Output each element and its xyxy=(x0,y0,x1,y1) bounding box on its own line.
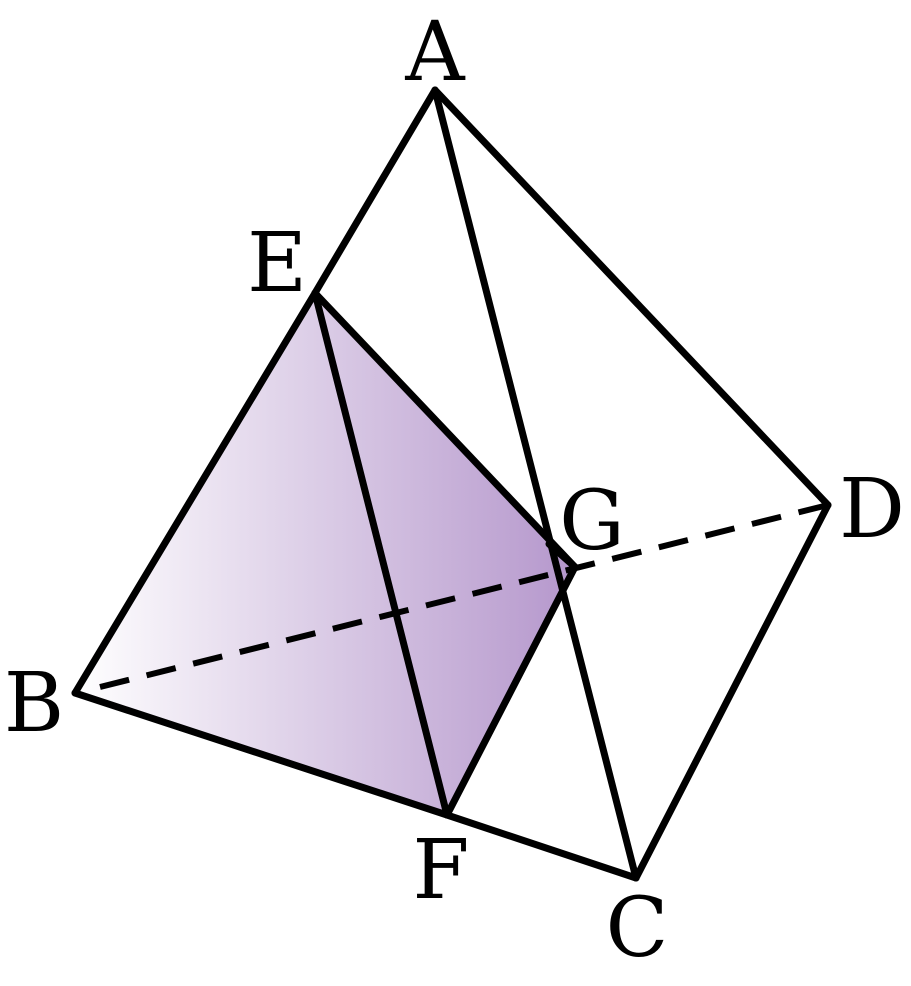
edge-bd-hidden xyxy=(99,502,829,690)
vertex-label-a: A xyxy=(404,5,466,100)
edge-ad xyxy=(431,86,832,509)
vertex-label-f: F xyxy=(413,823,470,918)
vertex-label-c: C xyxy=(606,881,669,976)
vertex-label-b: B xyxy=(4,656,64,751)
edge-gf xyxy=(443,563,579,819)
edge-eb xyxy=(71,289,319,697)
edge-fc xyxy=(443,811,640,882)
edge-ac xyxy=(431,86,640,882)
edge-eg xyxy=(311,289,579,571)
edge-g-tick xyxy=(545,540,579,571)
shaded-region-begf xyxy=(75,293,575,815)
edge-ef xyxy=(311,289,451,819)
edge-bf xyxy=(71,689,451,819)
vertex-label-e: E xyxy=(247,216,307,311)
edge-ae xyxy=(311,86,439,297)
edge-dc xyxy=(632,501,832,882)
vertex-label-g: G xyxy=(559,474,625,569)
vertex-label-d: D xyxy=(839,462,905,557)
